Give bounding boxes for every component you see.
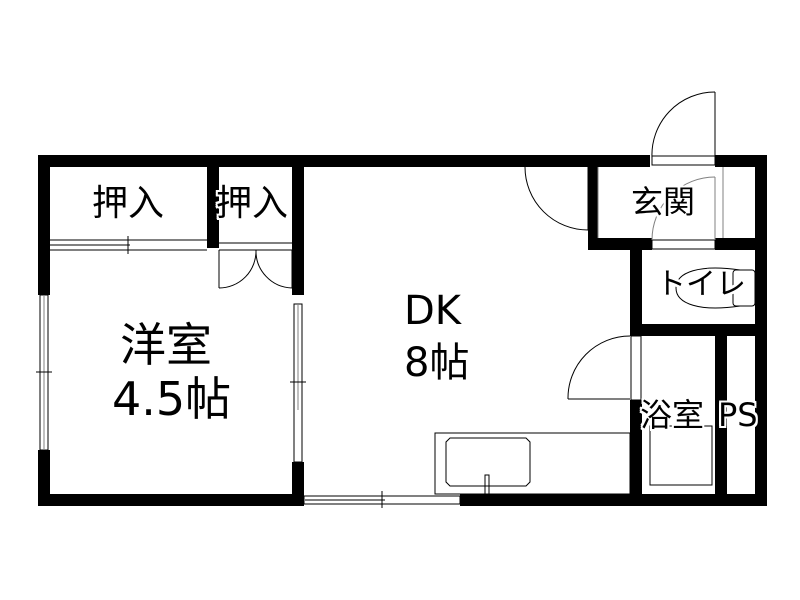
wall-left-upper [38, 155, 50, 295]
room-label-dk: DK [404, 288, 462, 334]
western-right-window [290, 303, 306, 463]
kitchen-counter [434, 432, 631, 495]
entrance-toilet-door [597, 167, 724, 250]
dk-door-to-entrance [524, 166, 589, 231]
wall-closet-divider [207, 155, 219, 248]
room-label-closet-1: 押入 [92, 183, 165, 224]
wall-entrance-left [588, 155, 598, 248]
wall-top [38, 155, 650, 167]
wall-entrance-bottom-b [715, 238, 767, 250]
wall-left-lower [38, 450, 50, 506]
room-label-ps: PS [718, 396, 758, 434]
dk-door-to-bath [567, 335, 642, 401]
room-label-bathroom: 浴室 [640, 396, 705, 434]
room-label-closet-2: 押入 [216, 183, 289, 224]
toilet-fixture [675, 267, 756, 309]
room-label-western-room: 洋室 [120, 318, 212, 372]
walls [38, 155, 767, 506]
closet-sliding-door [50, 236, 207, 254]
room-size-western-room: 4.5帖 [112, 372, 232, 426]
room-label-entrance: 玄関 [631, 183, 696, 221]
wall-bath-left-lower [630, 400, 642, 506]
room-size-dk: 8帖 [404, 340, 470, 386]
closet-2-double-door [218, 242, 293, 289]
dk-bottom-window [303, 491, 461, 508]
wall-bottom-right [460, 494, 767, 506]
wall-top-right [715, 155, 767, 167]
front-door [651, 91, 716, 166]
wall-entrance-bottom-a [588, 238, 652, 250]
room-label-toilet: トイレ [656, 267, 746, 302]
wall-toilet-left [630, 248, 642, 333]
wall-western-dk-upper [292, 155, 304, 295]
wall-bath-ps-divider [715, 336, 727, 506]
bathtub [649, 425, 713, 486]
wall-toilet-bottom [630, 324, 767, 336]
western-left-window [36, 294, 52, 451]
wall-western-dk-lower [292, 462, 304, 506]
wall-bottom-left [38, 494, 304, 506]
